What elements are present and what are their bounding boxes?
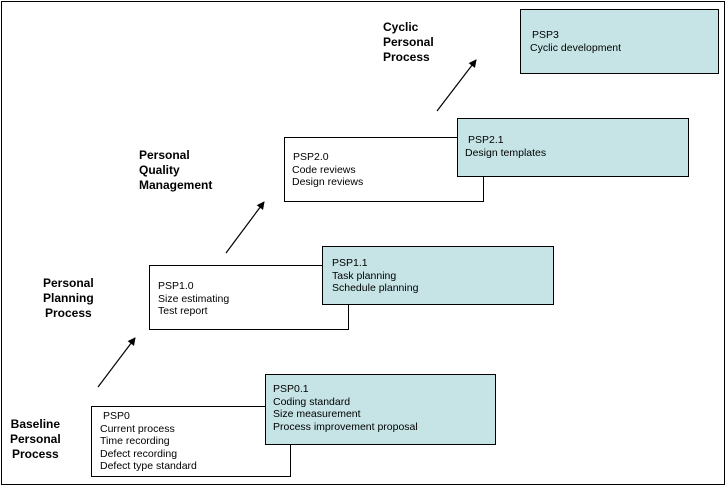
box-title: PSP0	[103, 410, 130, 422]
psp2-0-box: PSP2.0 Code reviews Design reviews	[284, 137, 484, 202]
stage-label-cyclic: Cyclic Personal Process	[383, 20, 434, 65]
box-title: PSP3	[532, 29, 559, 41]
box-item: Test report	[158, 305, 208, 317]
box-item: Defect recording	[100, 447, 178, 460]
box-title: PSP1.1	[332, 257, 368, 269]
psp1-0-box: PSP1.0 Size estimating Test report	[149, 265, 349, 330]
stage-label-line: Baseline	[10, 417, 61, 431]
stage-label-line: Planning	[43, 291, 94, 305]
stage-label-line: Personal	[10, 432, 61, 446]
box-title: PSP0.1	[273, 383, 309, 395]
psp0-box: PSP0 Current process Time recording Defe…	[91, 406, 291, 477]
stage-label-baseline: Baseline Personal Process	[10, 417, 61, 462]
box-item: Time recording	[100, 435, 170, 447]
box-item: Current process	[100, 422, 175, 435]
stage-label-line: Process	[45, 306, 92, 320]
box-item: Design reviews	[292, 176, 364, 188]
psp1-1-box: PSP1.1 Task planning Schedule planning	[322, 246, 554, 305]
box-item: Schedule planning	[332, 282, 419, 294]
arrow-planning-to-quality	[225, 201, 265, 254]
box-item: Process improvement proposal	[273, 420, 418, 433]
stage-label-line: Personal	[139, 148, 190, 162]
psp3-box: PSP3 Cyclic development	[520, 9, 719, 74]
psp2-1-box: PSP2.1 Design templates	[457, 118, 689, 177]
psp0-1-box: PSP0.1 Coding standard Size measurement …	[265, 374, 496, 445]
box-item: Size estimating	[158, 292, 230, 305]
stage-label-line: Personal	[383, 35, 434, 49]
box-item: Code reviews	[292, 163, 356, 176]
stage-label-line: Process	[12, 447, 59, 461]
stage-label-planning: Personal Planning Process	[43, 276, 94, 321]
box-item: Task planning	[332, 269, 397, 282]
arrow-quality-to-cyclic	[436, 59, 477, 112]
box-item: Design templates	[465, 146, 547, 159]
box-title: PSP2.0	[293, 151, 329, 163]
stage-label-line: Cyclic	[383, 20, 419, 34]
stage-label-quality: Personal Quality Management	[139, 148, 212, 193]
box-item: Coding standard	[273, 395, 351, 408]
stage-label-line: Process	[383, 50, 430, 64]
box-item: Defect type standard	[100, 460, 197, 472]
box-item: Cyclic development	[530, 41, 622, 54]
stage-label-line: Quality	[139, 163, 180, 177]
arrow-baseline-to-planning	[97, 337, 136, 388]
box-title: PSP1.0	[158, 280, 194, 292]
box-item: Size measurement	[273, 408, 361, 420]
stage-label-line: Personal	[43, 276, 94, 290]
stage-label-line: Management	[139, 178, 213, 192]
box-title: PSP2.1	[468, 134, 504, 146]
